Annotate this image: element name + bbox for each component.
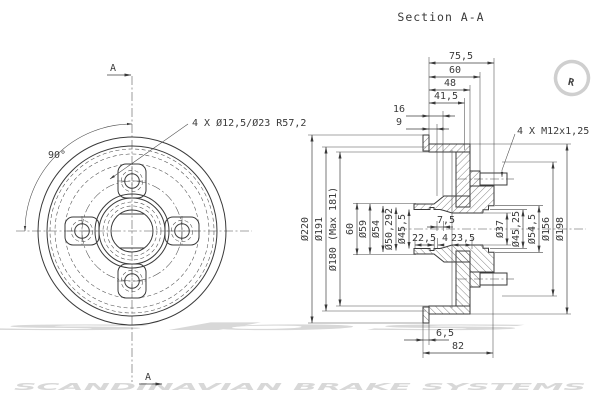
section-marker-bottom-label: A [145,372,151,383]
stud-leader-line [500,133,516,178]
holes-leader-line [109,123,189,180]
dim-d220: Ø220 [299,217,311,241]
hub-right-dimensions: Ø37 Ø45,25 Ø54,5 [494,205,541,253]
drum-cross-section-half [413,134,508,214]
dim-d180-max: Ø180 (Max 181) [327,187,339,271]
watermark: sbs R SCANDINAVIAN BRAKE SYSTEMS [0,59,591,393]
wheel-stud [479,172,508,186]
dim-41-5: 41,5 [434,91,458,102]
registered-trademark-icon: R [553,59,591,97]
drum-rim-lip [422,134,430,152]
section-title: Section A-A [397,10,484,24]
watermark-logo-text: sbs [0,322,536,333]
dim-4: 4 [442,233,448,244]
dim-d45-25: Ø45,25 [510,211,522,247]
section-marker-bottom: A [139,372,163,386]
dim-60-hub: 60 [345,223,356,235]
stud-callout: 4 X M12x1,25 [500,126,589,178]
dim-75-5: 75,5 [449,51,473,62]
dim-60: 60 [449,65,461,76]
dim-d198: Ø198 [554,217,566,241]
angle-arc [23,122,133,232]
right-diameter-dimensions: Ø156 Ø198 [540,143,569,315]
dim-6-5: 6,5 [436,328,454,339]
dim-23-5: 23,5 [451,233,475,244]
dim-16: 16 [393,104,405,115]
dim-d37: Ø37 [494,220,506,238]
stud-note-label: 4 X M12x1,25 [517,126,589,137]
dim-d54: Ø54 [370,220,382,238]
section-marker-top-label: A [110,63,116,74]
registered-r-glyph: R [567,77,576,89]
dim-d50-292: Ø50,292 [383,208,395,250]
bolt-hole-right [164,216,200,246]
dim-82: 82 [452,341,464,352]
dim-7-5: 7,5 [437,215,455,226]
top-dimensions: 75,5 60 48 41,5 16 9 [393,51,495,131]
hub-body [413,185,495,214]
bottom-dimensions: 6,5 82 [404,328,494,355]
dim-48: 48 [444,78,456,89]
axial-bore-dimensions: 7,5 22,5 4 23,5 [412,215,475,247]
dim-22-5: 22,5 [412,233,436,244]
front-view: 90° 4 X Ø12,5/Ø23 R57,2 A A [16,63,306,386]
drum-band [428,143,471,153]
dim-d191: Ø191 [313,217,325,241]
section-marker-top: A [107,63,132,77]
stud-flange [469,170,481,187]
dim-d54-5: Ø54,5 [526,214,538,244]
bolt-hole-bottom [117,263,147,299]
angle-label: 90° [48,150,66,161]
dim-d59: Ø59 [357,220,369,238]
dim-d45-5: Ø45,5 [396,214,408,244]
dim-d156: Ø156 [540,217,552,241]
watermark-banner-text: SCANDINAVIAN BRAKE SYSTEMS [14,382,586,393]
dim-9: 9 [396,117,402,128]
left-diameter-dimensions: Ø220 Ø191 Ø180 (Max 181) [299,134,342,324]
hub-left-dimensions: 60 Ø59 Ø54 Ø50,292 Ø45,5 [345,202,411,256]
section-view: 75,5 60 48 41,5 16 9 Ø220 Ø191 Ø180 (Max… [299,51,589,358]
holes-note-label: 4 X Ø12,5/Ø23 R57,2 [192,117,306,129]
